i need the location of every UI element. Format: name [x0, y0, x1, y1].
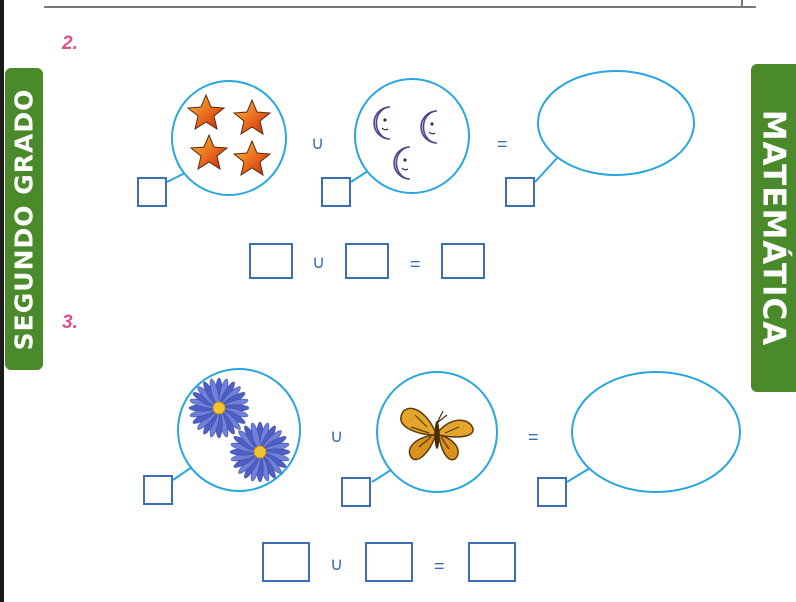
count-box-a[interactable]	[137, 177, 167, 207]
equals-symbol: =	[497, 134, 508, 154]
count-box-result[interactable]	[537, 477, 567, 507]
union-symbol: ∪	[330, 426, 344, 446]
top-rule-tick	[741, 0, 743, 8]
equation-box-result[interactable]	[468, 542, 516, 582]
count-box-b[interactable]	[341, 477, 371, 507]
equation-box-a[interactable]	[249, 243, 293, 279]
subject-tab: MATEMÁTICA	[751, 64, 796, 392]
union-symbol: ∪	[312, 252, 326, 272]
equation-box-a[interactable]	[262, 542, 310, 582]
page-edge	[0, 0, 4, 602]
count-box-result[interactable]	[505, 177, 535, 207]
result-ellipse	[537, 70, 695, 176]
exercise-number: 2.	[62, 33, 78, 54]
count-box-a[interactable]	[143, 475, 173, 505]
top-rule	[44, 6, 756, 8]
set-b-circle	[354, 78, 470, 194]
union-symbol: ∪	[330, 554, 344, 574]
flower-icon	[229, 421, 291, 483]
equation-box-result[interactable]	[441, 243, 485, 279]
result-ellipse	[571, 371, 741, 493]
flower-icon	[188, 377, 250, 439]
equals-symbol: =	[434, 556, 445, 576]
union-symbol: ∪	[311, 133, 325, 153]
exercise-number: 3.	[62, 312, 78, 333]
grade-tab: SEGUNDO GRADO	[5, 68, 43, 370]
equation-box-b[interactable]	[365, 542, 413, 582]
equals-symbol: =	[528, 427, 539, 447]
count-box-b[interactable]	[321, 177, 351, 207]
set-a-circle	[171, 80, 287, 196]
equation-box-b[interactable]	[345, 243, 389, 279]
equals-symbol: =	[410, 254, 421, 274]
butterfly-icon	[400, 407, 474, 461]
